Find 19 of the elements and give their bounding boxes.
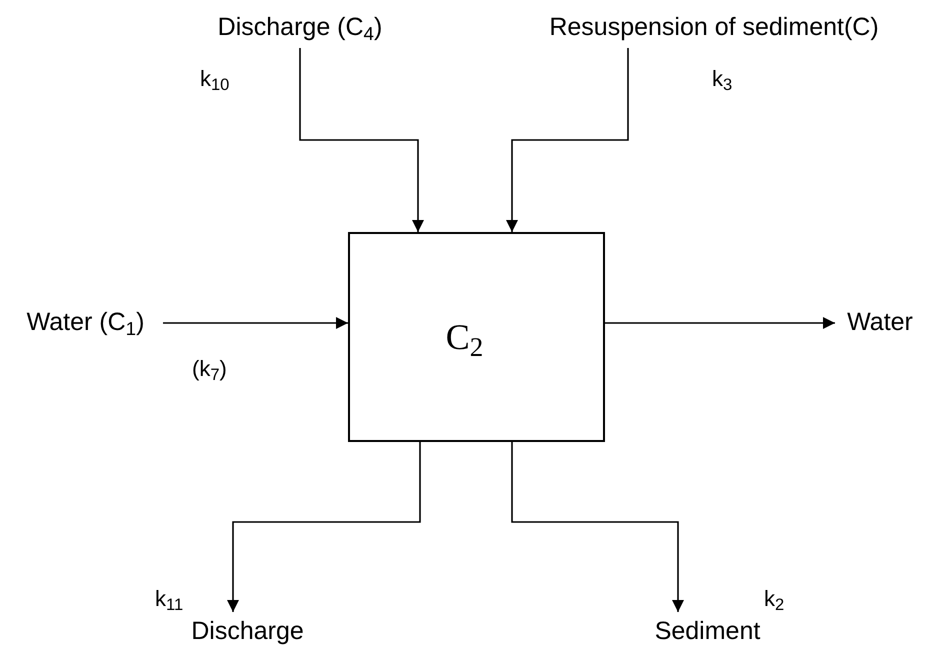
process-box xyxy=(348,232,605,442)
edge-label: (k$_{7}$) xyxy=(192,358,227,380)
node-label: Water (C$_{1}$) xyxy=(8,304,163,342)
arrow xyxy=(511,442,684,612)
edge-label: k$_{10}$ xyxy=(200,68,230,90)
edge-label: k$_{11}$ xyxy=(155,588,184,610)
node-label: Sediment xyxy=(640,612,775,652)
node-label: Discharge (C$_{4}$) xyxy=(200,8,400,48)
node-label: Resuspension of sediment(C) xyxy=(505,8,923,48)
arrow xyxy=(163,317,348,329)
edge-label: k$_{3}$ xyxy=(712,68,732,90)
box-label: C$_{2}$ xyxy=(446,316,484,364)
node-label: Discharge xyxy=(170,612,325,652)
arrow xyxy=(506,48,629,232)
node-label: Water xyxy=(835,304,925,342)
arrow xyxy=(299,48,424,232)
arrow xyxy=(227,442,421,612)
arrow xyxy=(605,317,835,329)
edge-label: k$_{2}$ xyxy=(764,588,784,610)
